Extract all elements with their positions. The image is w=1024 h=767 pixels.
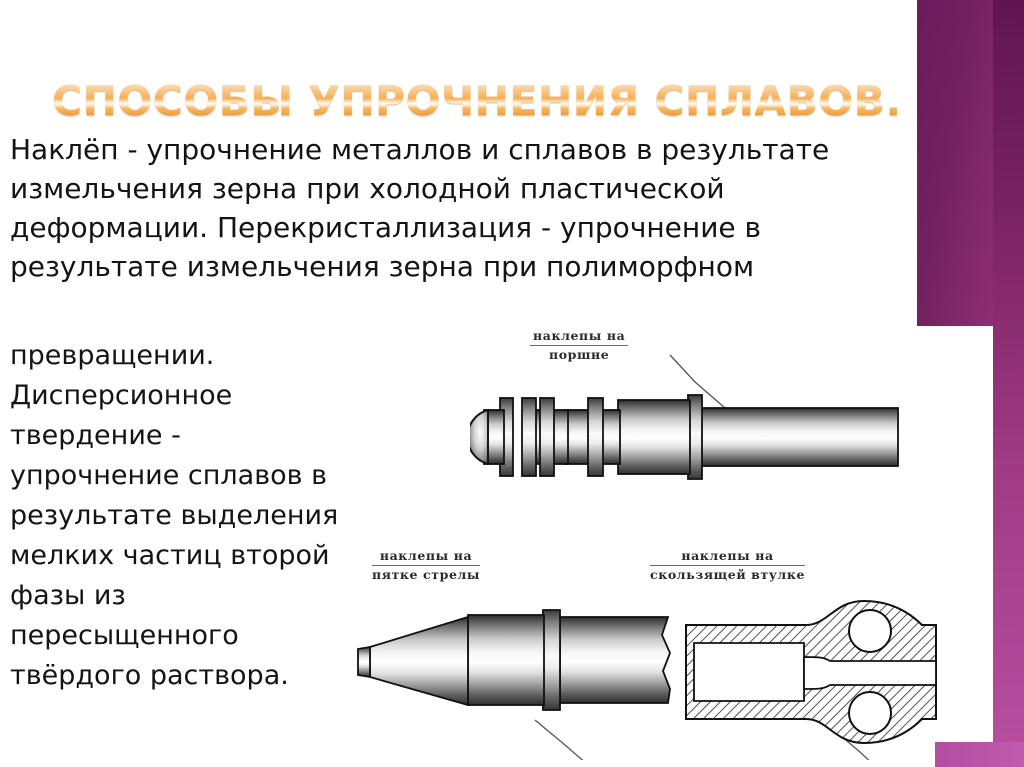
piston-drawing xyxy=(470,394,899,480)
page-title: СПОСОБЫ УПРОЧНЕНИЯ СПЛАВОВ. xyxy=(52,78,972,124)
callout-piston-line2: поршне xyxy=(548,347,610,362)
callout-bushing-line2: скользящей втулке xyxy=(650,567,806,582)
decorative-magenta-bar xyxy=(935,742,1024,767)
callout-sliding-bushing: наклепы на скользящей втулке xyxy=(650,548,806,583)
callout-piston-line1: наклепы на xyxy=(530,328,629,346)
technical-figure-group: наклепы на поршне xyxy=(330,320,937,760)
callout-arrow-heel: наклепы на пятке стрелы xyxy=(372,548,481,583)
callout-arrow-heel-line2: пятке стрелы xyxy=(372,567,481,582)
callout-piston: наклепы на поршне xyxy=(530,328,629,363)
arrow-heel-drawing xyxy=(357,609,671,711)
sliding-bushing-section-drawing xyxy=(685,599,937,745)
body-paragraph-bottom: превращении. Дисперсионное твердение - у… xyxy=(10,340,339,691)
body-paragraph-top: Наклёп - упрочнение металлов и сплавов в… xyxy=(10,133,830,283)
callout-bushing-line1: наклепы на xyxy=(650,548,806,566)
callout-arrow-heel-line1: наклепы на xyxy=(372,548,481,566)
decorative-purple-strip xyxy=(993,0,1024,767)
